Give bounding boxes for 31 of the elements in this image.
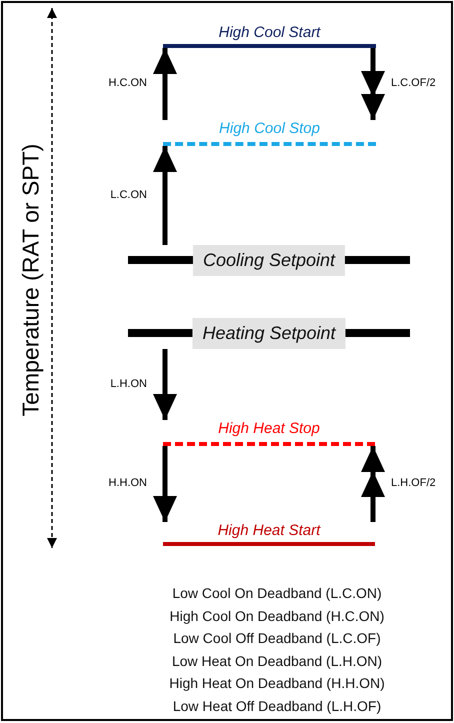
definition-text: Low Cool On Deadband (L.C.ON) — [171, 584, 383, 602]
axis-title: Temperature (RAT or SPT) — [16, 144, 43, 416]
level-label: High Heat Start — [218, 522, 320, 540]
setpoint-label: Heating Setpoint — [192, 318, 346, 349]
edge-label: L.C.ON — [110, 188, 147, 202]
arrow — [153, 48, 177, 120]
edge-label: H.H.ON — [108, 477, 147, 490]
level-line — [163, 120, 376, 146]
arrow — [361, 446, 385, 522]
edge-label: L.H.ON — [110, 378, 147, 390]
arrow — [153, 146, 177, 245]
level-label: High Cool Start — [218, 24, 320, 42]
arrow — [361, 48, 385, 120]
level-line — [163, 522, 375, 546]
definition-text: Low Cool Off Deadband (L.C.OF) — [172, 629, 382, 647]
level-line — [163, 420, 375, 446]
level-label: High Heat Stop — [218, 420, 320, 438]
setpoint-marker — [128, 245, 410, 276]
edge-label: H.C.ON — [108, 77, 147, 90]
arrow — [153, 349, 177, 420]
definition-text: High Cool On Deadband (H.C.ON) — [168, 606, 386, 624]
level-label: High Cool Stop — [219, 120, 320, 138]
arrow — [153, 446, 177, 522]
definition-text: High Heat On Deadband (H.H.ON) — [168, 674, 386, 692]
definition-text: Low Heat Off Deadband (L.H.OF) — [172, 696, 382, 714]
edge-label: L.H.OF/2 — [391, 477, 436, 490]
definition-text: Low Heat On Deadband (L.H.ON) — [170, 652, 384, 670]
setpoint-marker — [128, 318, 410, 349]
level-line — [163, 24, 376, 48]
edge-label: L.C.OF/2 — [391, 77, 436, 90]
setpoint-label: Cooling Setpoint — [192, 245, 346, 276]
